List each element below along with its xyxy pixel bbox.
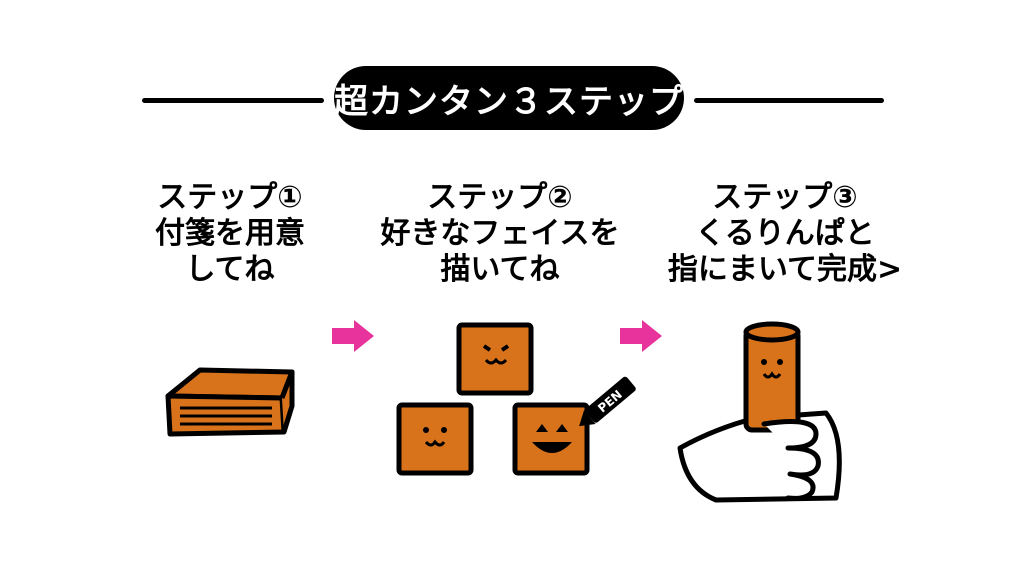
step-3-line2: 指にまいて完成> — [667, 252, 903, 287]
pen-icon: PEN — [579, 376, 636, 427]
sticky-note-stack-icon — [165, 367, 295, 437]
arrow-icon-1 — [332, 320, 374, 352]
sticky-note-face-top — [456, 322, 534, 396]
step-3-line1: くるりんぱと — [695, 216, 875, 251]
step-1-line2: してね — [185, 252, 275, 287]
page-title: 超カンタン３ステップ — [334, 66, 684, 130]
step-2-heading: ステップ② — [427, 180, 573, 215]
arrow-icon-2 — [620, 320, 662, 352]
finger-wrapped-note-icon — [677, 321, 842, 503]
step-1-text: ステップ① 付箋を用意 してね — [120, 180, 340, 288]
step-2-text: ステップ② 好きなフェイスを 描いてね — [370, 180, 630, 288]
step-3-text: ステップ③ くるりんぱと 指にまいて完成> — [660, 180, 910, 288]
step-2-line1: 好きなフェイスを — [380, 216, 620, 251]
sticky-note-pumpkin-face — [512, 402, 590, 476]
step-1-line1: 付箋を用意 — [155, 216, 305, 251]
sticky-note-face-left — [396, 402, 474, 476]
step-3-heading: ステップ③ — [712, 180, 858, 215]
step-2-line2: 描いてね — [440, 252, 560, 287]
title-rule-left — [142, 98, 324, 103]
title-rule-right — [694, 98, 884, 103]
step-1-heading: ステップ① — [157, 180, 303, 215]
